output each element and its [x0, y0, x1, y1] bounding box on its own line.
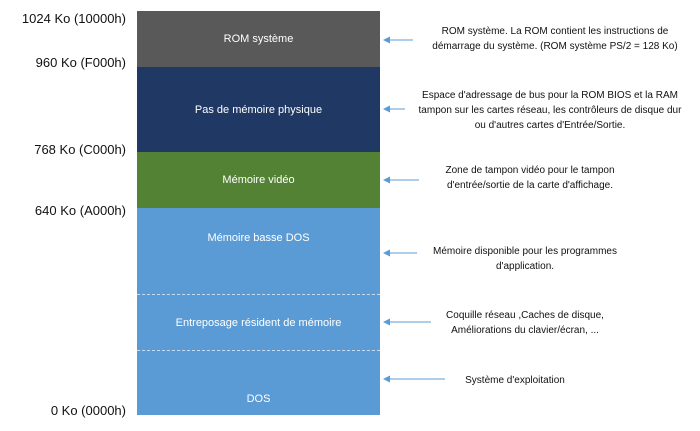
description-line: ROM système. La ROM contient les instruc… [441, 26, 669, 37]
address-label-1024k: 1024 Ko (10000h) [21, 11, 126, 26]
address-label-0k: 0 Ko (0000h) [50, 403, 126, 418]
description-line: démarrage du système. (ROM système PS/2 … [432, 41, 678, 52]
arrow-left-icon [383, 317, 431, 327]
description-line: Coquille réseau ,Caches de disque, [446, 310, 604, 321]
address-label-768k: 768 Ko (C000h) [34, 142, 126, 157]
divider-dashed [137, 350, 380, 351]
arrow-left-icon [383, 374, 445, 384]
address-label-960k: 960 Ko (F000h) [35, 55, 126, 70]
block-label: ROM système [223, 33, 294, 45]
block-label: Entreposage résident de mémoire [175, 317, 342, 329]
description-line: Système d'exploitation [465, 375, 565, 386]
block-dos: DOS [137, 351, 380, 415]
block-memoire-basse-dos: Mémoire basse DOS [137, 208, 380, 415]
block-pas-memoire-physique: Pas de mémoire physique [137, 67, 380, 152]
arrow-left-icon [383, 35, 413, 45]
arrow-left-icon [383, 175, 419, 185]
block-label: Mémoire basse DOS [207, 232, 310, 244]
description-memoire-video: Zone de tampon vidéo pour le tampon d'ent… [420, 163, 640, 193]
description-memoire-basse: Mémoire disponible pour les programmes d'… [410, 244, 640, 274]
divider-dashed [137, 294, 380, 295]
description-dos: Système d'exploitation [445, 373, 585, 388]
description-line: Zone de tampon vidéo pour le tampon [445, 165, 615, 176]
description-rom-systeme: ROM système. La ROM contient les instruc… [415, 24, 695, 54]
arrow-left-icon [383, 248, 417, 258]
description-pas-memoire: Espace d'adressage de bus pour la ROM BI… [400, 88, 700, 133]
block-rom-systeme: ROM système [137, 11, 380, 67]
block-entreposage-resident: Entreposage résident de mémoire [137, 295, 380, 351]
description-line: d'entrée/sortie de la carte d'affichage. [447, 180, 613, 191]
block-label: Pas de mémoire physique [194, 103, 323, 116]
description-line: ou d'autres cartes d'Entrée/Sortie. [474, 120, 626, 131]
description-line: Améliorations du clavier/écran, ... [451, 325, 599, 336]
arrow-left-icon [383, 104, 405, 114]
description-line: tampon sur les cartes réseau, les contrô… [418, 105, 682, 116]
block-label: DOS [246, 393, 271, 405]
description-line: Mémoire disponible pour les programmes [433, 246, 617, 257]
block-memoire-video: Mémoire vidéo [137, 152, 380, 208]
description-line: Espace d'adressage de bus pour la ROM BI… [422, 90, 678, 101]
description-line: d'application. [495, 261, 555, 272]
description-entreposage: Coquille réseau ,Caches de disque, Amélio… [430, 308, 620, 338]
address-label-640k: 640 Ko (A000h) [34, 203, 126, 218]
block-label: Mémoire vidéo [222, 174, 295, 186]
